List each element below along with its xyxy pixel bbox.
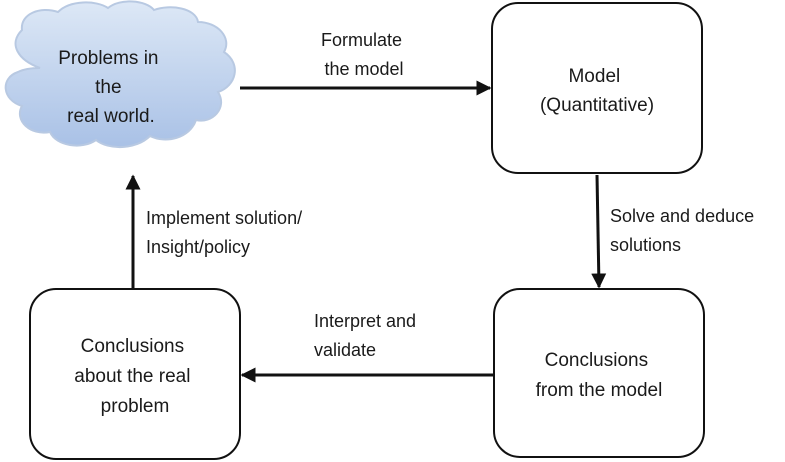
solve-arrow: Solve and deduce solutions [591,174,759,289]
interpret-arrow: Interpret and validate [240,311,493,383]
interpret-label-line: validate [314,340,376,360]
real-conclusions-label-line: problem [101,396,170,417]
problems-real-world-cloud: Problems in the real world. [4,0,236,148]
formulate-label-line: the model [324,59,403,79]
real-conclusions-label-line: about the real [74,366,190,387]
real-conclusions-label-line: Conclusions [81,336,185,357]
model-conclusions-label-line: from the model [536,380,663,401]
formulate-label: Formulate the model [321,30,407,79]
formulate-label-line: Formulate [321,30,402,50]
solve-label: Solve and deduce solutions [610,206,759,255]
solve-label-line: Solve and deduce [610,206,754,226]
cloud-label: Problems in the real world. [58,48,164,127]
model-label-line: (Quantitative) [540,95,654,116]
implement-label: Implement solution/ Insight/policy [146,208,307,257]
solve-label-line: solutions [610,235,681,255]
implement-label-line: Implement solution/ [146,208,302,228]
cloud-label-line: the [95,77,121,98]
interpret-label-line: Interpret and [314,311,416,331]
cloud-label-line: real world. [67,106,155,127]
model-conclusions-label: Conclusions from the model [536,350,663,401]
real-conclusions-box: Conclusions about the real problem [29,288,241,460]
implement-arrow: Implement solution/ Insight/policy [125,174,307,288]
model-conclusions-label-line: Conclusions [545,350,649,371]
implement-label-line: Insight/policy [146,237,250,257]
cloud-label-line: Problems in [58,48,158,69]
model-label-line: Model [568,66,620,87]
model-label: Model (Quantitative) [540,66,654,116]
model-box: Model (Quantitative) [491,2,703,174]
real-conclusions-label: Conclusions about the real problem [74,336,195,417]
interpret-label: Interpret and validate [314,311,421,360]
formulate-arrow: Formulate the model [240,30,492,96]
model-conclusions-box: Conclusions from the model [493,288,705,458]
